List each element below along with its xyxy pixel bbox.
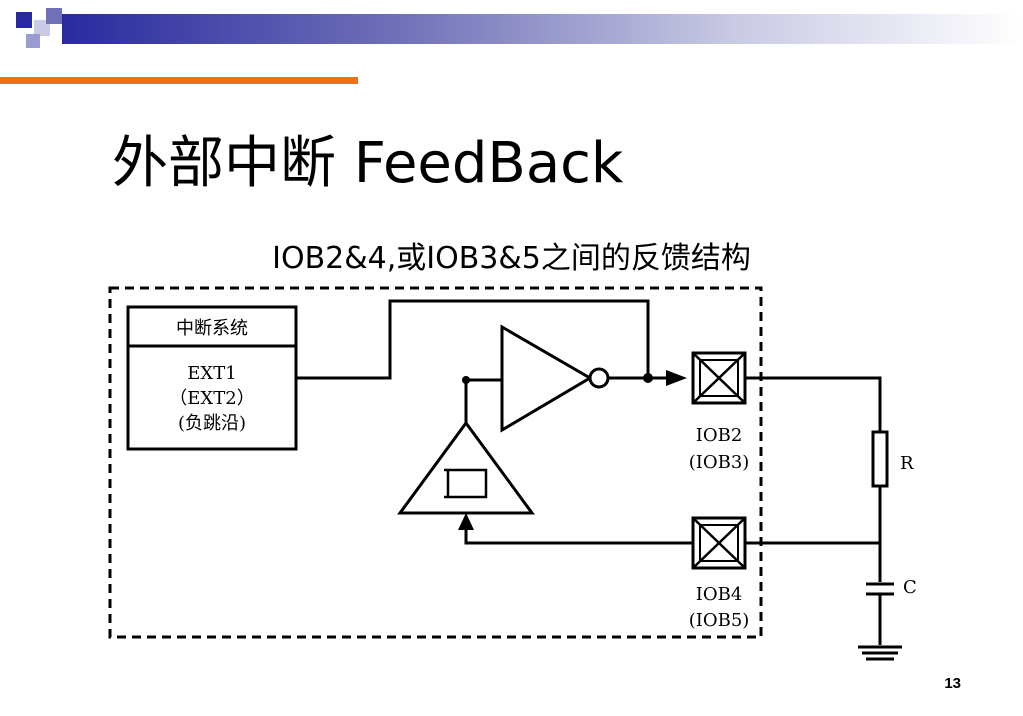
capacitor [866, 582, 894, 596]
chip-boundary [108, 286, 763, 639]
port-bottom-line1: IOB4 [696, 584, 743, 605]
feedback-return-wire [464, 528, 693, 545]
input-junction-dot [462, 376, 470, 384]
port-bottom-line2: (IOB5) [689, 610, 750, 631]
interrupt-system-block: 中断系统 EXT1 （EXT2） (负跳沿) [126, 305, 298, 451]
interrupt-box-line3: (负跳沿) [178, 413, 246, 434]
resistor-label: R [900, 453, 914, 474]
port-iob2 [691, 351, 747, 405]
corner-logo [16, 8, 62, 48]
inverter-input-wire [464, 378, 502, 423]
port-top-line2: (IOB3) [689, 452, 750, 473]
port-top-line1: IOB2 [696, 425, 743, 446]
external-top-wire [745, 376, 882, 432]
capacitor-label: C [903, 577, 917, 598]
interrupt-box-header: 中断系统 [176, 318, 248, 339]
page-number: 13 [944, 675, 961, 692]
output-arrowhead [666, 370, 687, 386]
ground-symbol [858, 645, 902, 661]
orange-accent-rule [0, 77, 358, 84]
interrupt-box-line1: EXT1 [187, 363, 236, 384]
slide-subtitle: IOB2&4,或IOB3&5之间的反馈结构 [272, 241, 751, 276]
header-band [62, 14, 1023, 44]
port-iob4 [691, 516, 747, 570]
slide-title: 外部中断 FeedBack [112, 131, 624, 196]
feedback-arrowhead [458, 513, 474, 530]
interrupt-feedback-wire [296, 299, 650, 380]
schmitt-buffer-symbol [397, 420, 535, 515]
interrupt-box-line2: （EXT2） [169, 388, 254, 409]
inverter-symbol [500, 324, 610, 433]
resistor [871, 430, 889, 488]
junction-dot [643, 373, 653, 383]
